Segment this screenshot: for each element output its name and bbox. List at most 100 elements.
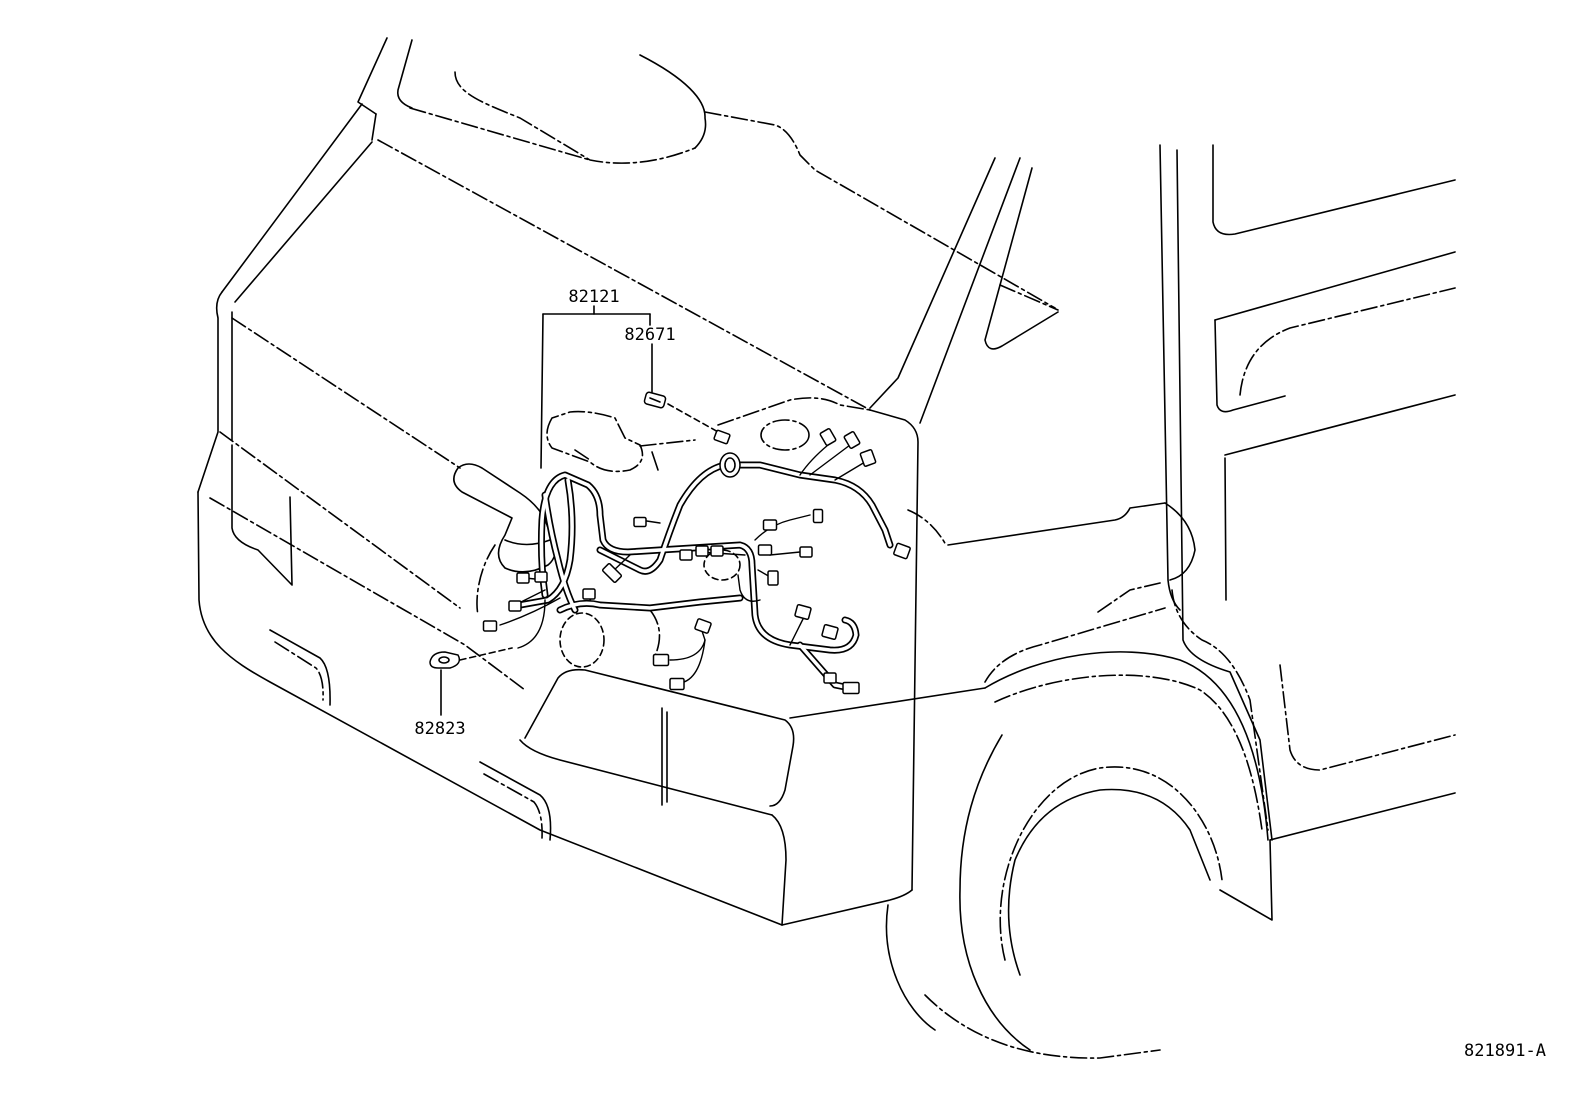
- air-cleaner-inner: [574, 449, 591, 461]
- firewall-arc: [1164, 502, 1196, 581]
- tire-outer: [959, 734, 1031, 1051]
- harness-connector: [713, 429, 731, 445]
- door-step-dash: [1171, 589, 1269, 831]
- cowl-dash-right: [717, 397, 871, 426]
- harness-connector: [695, 545, 709, 557]
- figure-id: 821891-A: [1464, 1041, 1546, 1061]
- door-lower-vertical: [1224, 457, 1227, 601]
- harness-connector: [843, 430, 861, 450]
- bumper-indent-left-dash: [274, 641, 324, 701]
- grille-bottom-edge: [219, 431, 461, 609]
- door-window: [1212, 144, 1456, 236]
- tire-inner-dash: [999, 766, 1223, 961]
- front-bottom-line: [781, 889, 913, 926]
- callout-82671[interactable]: 82671: [624, 325, 675, 345]
- hood-front-edge: [377, 139, 871, 411]
- tire-bottom-dash: [924, 994, 1161, 1059]
- headlight-outline: [524, 668, 795, 807]
- harness-connector: [669, 677, 685, 691]
- rear-mudflap: [1219, 839, 1273, 921]
- intake-hose-rim: [504, 539, 551, 546]
- grille-top-edge: [231, 317, 461, 469]
- callout-82121[interactable]: 82121: [568, 287, 619, 307]
- pulley-dash: [649, 609, 661, 657]
- harness-connector: [794, 603, 812, 621]
- leader-82121-left: [540, 313, 544, 469]
- harness-connector: [812, 508, 824, 524]
- connector-82671-dashed-leader: [667, 403, 721, 434]
- air-cleaner: [546, 410, 644, 473]
- firewall-edge-dash: [907, 509, 947, 546]
- front-face-left: [197, 291, 223, 493]
- fender-lower-line: [789, 687, 986, 719]
- harness-connector: [534, 571, 548, 583]
- side-sill: [1269, 792, 1456, 841]
- bumper-indent-right: [479, 761, 552, 841]
- alternator: [559, 612, 605, 668]
- connector-82823-part[interactable]: [429, 651, 461, 669]
- harness-grommet: [719, 452, 741, 478]
- air-cleaner-bracket: [651, 451, 659, 471]
- harness-connectors: [482, 427, 911, 695]
- harness-trunk: [516, 461, 894, 692]
- harness-connector: [757, 544, 773, 556]
- quarter-window: [984, 167, 1059, 350]
- harness-connector: [767, 570, 779, 586]
- a-pillar-inner: [869, 157, 996, 409]
- harness-connector: [821, 623, 839, 641]
- harness-connector: [508, 600, 522, 612]
- grille-panel: [231, 444, 293, 586]
- roof-right-edge: [704, 111, 1056, 309]
- bumper-top-dash: [209, 497, 526, 691]
- cowl-dash-left: [639, 439, 696, 447]
- body-outline: [197, 37, 1456, 1059]
- bumper-indent-right-dash: [483, 773, 543, 839]
- door-handle-recess: [1214, 319, 1286, 413]
- inner-fender-dash: [1097, 582, 1161, 613]
- left-pillar-inner: [396, 39, 413, 109]
- connector-82823-dashed-leader: [459, 647, 513, 661]
- side-sill-dash: [1279, 664, 1456, 771]
- reservoir-cap: [760, 419, 810, 451]
- bumper-indent-left: [269, 629, 331, 706]
- door-lower-line: [1224, 394, 1456, 456]
- harness-connector: [842, 681, 860, 695]
- fender-bottom: [885, 904, 936, 1031]
- harness-connector: [582, 588, 596, 600]
- connector-82671-part[interactable]: [643, 391, 667, 409]
- harness-connector: [823, 672, 837, 684]
- wire-harness: [482, 427, 911, 695]
- harness-connector: [601, 562, 623, 584]
- roof-hump-dash: [454, 71, 696, 164]
- harness-connector: [694, 618, 712, 634]
- harness-connector: [799, 546, 813, 558]
- quarter-window-dash: [999, 284, 1059, 311]
- harness-connector: [819, 427, 837, 447]
- roof-hump-arc: [639, 54, 707, 149]
- part-callouts: 82121 82671 82823 821891-A: [414, 287, 1546, 1061]
- engine-outline-dash: [476, 544, 496, 616]
- intake-hose: [453, 463, 556, 573]
- harness-connector: [516, 572, 530, 584]
- callout-82823[interactable]: 82823: [414, 719, 465, 739]
- harness-connector: [893, 542, 911, 560]
- bumper-upper-edge: [519, 739, 773, 816]
- harness-connector: [633, 516, 647, 528]
- harness-connector: [679, 549, 693, 561]
- firewall-line: [947, 502, 1166, 546]
- left-pillar-outer: [357, 37, 388, 115]
- hood-corner: [371, 113, 377, 141]
- wheel-arch-inner: [994, 674, 1263, 831]
- harness-connector: [710, 545, 724, 557]
- harness-connector: [652, 653, 670, 667]
- wheelhouse-dash: [984, 607, 1166, 683]
- fender-top: [869, 409, 919, 891]
- bumper-right-end: [771, 814, 787, 926]
- door-trim-dash: [1239, 287, 1456, 396]
- harness-connector: [762, 519, 778, 531]
- bumper-outline: [197, 491, 783, 926]
- engine-bay: [453, 397, 871, 668]
- hood-left-edge-inner: [234, 141, 373, 303]
- cowl-top-dash: [409, 107, 591, 161]
